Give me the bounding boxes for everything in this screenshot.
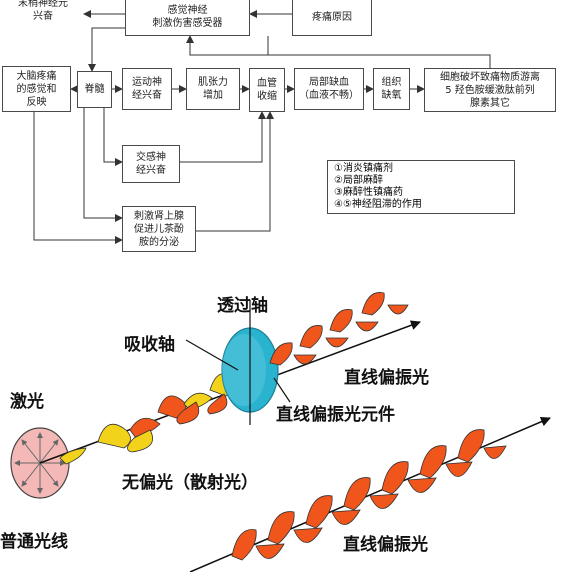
- legend-item-3: ③麻醉性镇痛药: [334, 187, 403, 198]
- polarizer-element-label: 直线偏振光元件: [276, 405, 395, 425]
- pain-cause-label: 疼痛原因: [312, 11, 352, 23]
- adrenal-line-2: 促进儿茶酚: [134, 223, 184, 235]
- muscle-tension-line-2: 增加: [203, 90, 223, 101]
- lower-polarized-wave: [231, 429, 507, 561]
- receptor-line-2: 刺激伤害感受器: [152, 18, 223, 29]
- sympathetic-line-2: 经兴奋: [136, 165, 166, 176]
- motor-nerve-box: 运动神 经兴奋: [122, 68, 172, 110]
- ischemia-box: 局部缺血 （血液不畅）: [294, 68, 364, 110]
- hypoxia-line-1: 组织: [381, 77, 402, 88]
- receptor-box: 感觉神经 刺激伤害感受器: [125, 0, 250, 36]
- upper-polarized-wave: [269, 292, 409, 366]
- absorption-axis-label: 吸收轴: [124, 335, 175, 355]
- lower-polarized-label: 直线偏振光: [343, 535, 428, 555]
- muscle-tension-line-1: 肌张力: [198, 77, 228, 88]
- vasoconstriction-line-2: 收缩: [257, 91, 277, 102]
- spinal-cord-box: 脊髓: [77, 71, 112, 108]
- adrenal-line-3: 胺的分泌: [139, 236, 179, 248]
- hypoxia-box: 组织 缺氧: [373, 68, 410, 110]
- motor-nerve-line-1: 运动神: [132, 77, 162, 88]
- hypoxia-line-2: 缺氧: [381, 90, 402, 101]
- sympathetic-line-1: 交感神: [136, 152, 166, 163]
- brain-box: 大脑疼痛 的感觉和 反映: [2, 66, 71, 112]
- peripheral-neuron-line-1: 末稍神经元: [18, 0, 68, 9]
- motor-nerve-line-2: 经兴奋: [132, 90, 162, 101]
- flowchart-connectors: [33, 10, 491, 244]
- receptor-line-1: 感觉神经: [167, 5, 208, 16]
- ischemia-line-1: 局部缺血: [309, 77, 349, 88]
- polarizer-element: [221, 312, 279, 425]
- cell-damage-line-2: 5 羟色胺缓激肽前列: [445, 84, 535, 96]
- brain-line-1: 大脑疼痛: [16, 70, 57, 82]
- transmission-axis-label: 透过轴: [217, 296, 268, 316]
- peripheral-neuron-line-2: 兴奋: [33, 11, 53, 22]
- unpolarized-label: 无偏光（散射光）: [122, 473, 258, 493]
- treatment-legend: ①消炎镇痛剂 ②局部麻醉 ③麻醉性镇痛药 ④⑤神经阻滞的作用: [327, 160, 515, 214]
- peripheral-neuron-text: 末稍神经元 兴奋: [6, 0, 80, 23]
- laser-label: 激光: [10, 392, 44, 412]
- cell-damage-line-1: 细胞破坏致痛物质游离: [440, 71, 540, 83]
- ischemia-line-2: （血液不畅）: [299, 90, 359, 101]
- muscle-tension-box: 肌张力 增加: [186, 68, 240, 110]
- adrenal-line-1: 刺激肾上腺: [134, 210, 184, 222]
- spinal-cord-label: 脊髓: [84, 84, 105, 95]
- cell-damage-line-3: 腺素其它: [470, 97, 510, 109]
- brain-line-3: 反映: [26, 96, 47, 108]
- sympathetic-box: 交感神 经兴奋: [122, 145, 180, 183]
- adrenal-box: 刺激肾上腺 促进儿茶酚 胺的分泌: [122, 206, 196, 252]
- legend-item-1: ①消炎镇痛剂: [334, 163, 393, 174]
- upper-polarized-label: 直线偏振光: [344, 368, 429, 388]
- brain-line-2: 的感觉和: [16, 83, 57, 95]
- ordinary-light-label: 普通光线: [0, 532, 68, 552]
- vasoconstriction-line-1: 血管: [257, 78, 277, 89]
- pain-cause-box: 疼痛原因: [292, 0, 372, 36]
- legend-item-4: ④⑤神经阻滞的作用: [334, 199, 422, 210]
- vasoconstriction-box: 血管 收缩: [249, 68, 285, 112]
- cell-damage-box: 细胞破坏致痛物质游离 5 羟色胺缓激肽前列 腺素其它: [424, 68, 556, 112]
- legend-item-2: ②局部麻醉: [334, 175, 383, 186]
- unpolarized-wave: [59, 373, 236, 465]
